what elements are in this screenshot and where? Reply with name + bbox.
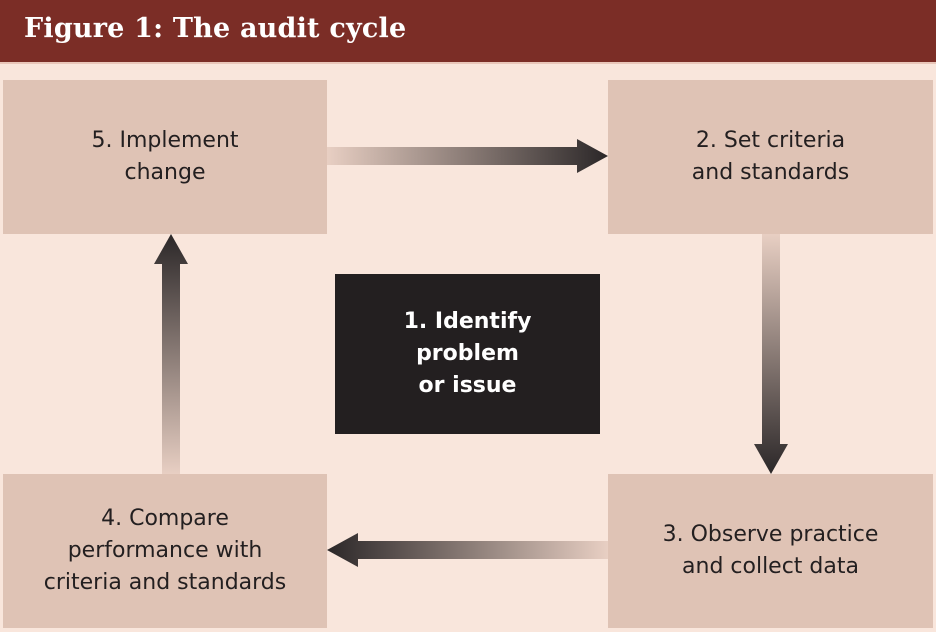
figure-header: Figure 1: The audit cycle: [0, 0, 936, 64]
step-compare-performance: 4. Compare performance with criteria and…: [3, 474, 327, 628]
arrow-compare-to-implement: [154, 234, 188, 474]
arrow-set-criteria-to-observe: [754, 234, 788, 474]
arrow-implement-to-set-criteria: [327, 139, 608, 173]
figure-title: Figure 1: The audit cycle: [24, 13, 407, 44]
step-observe-practice: 3. Observe practice and collect data: [608, 474, 933, 628]
step-implement-change: 5. Implement change: [3, 80, 327, 234]
step-identify-problem: 1. Identify problem or issue: [335, 274, 600, 434]
arrow-observe-to-compare: [327, 533, 608, 567]
step-set-criteria: 2. Set criteria and standards: [608, 80, 933, 234]
